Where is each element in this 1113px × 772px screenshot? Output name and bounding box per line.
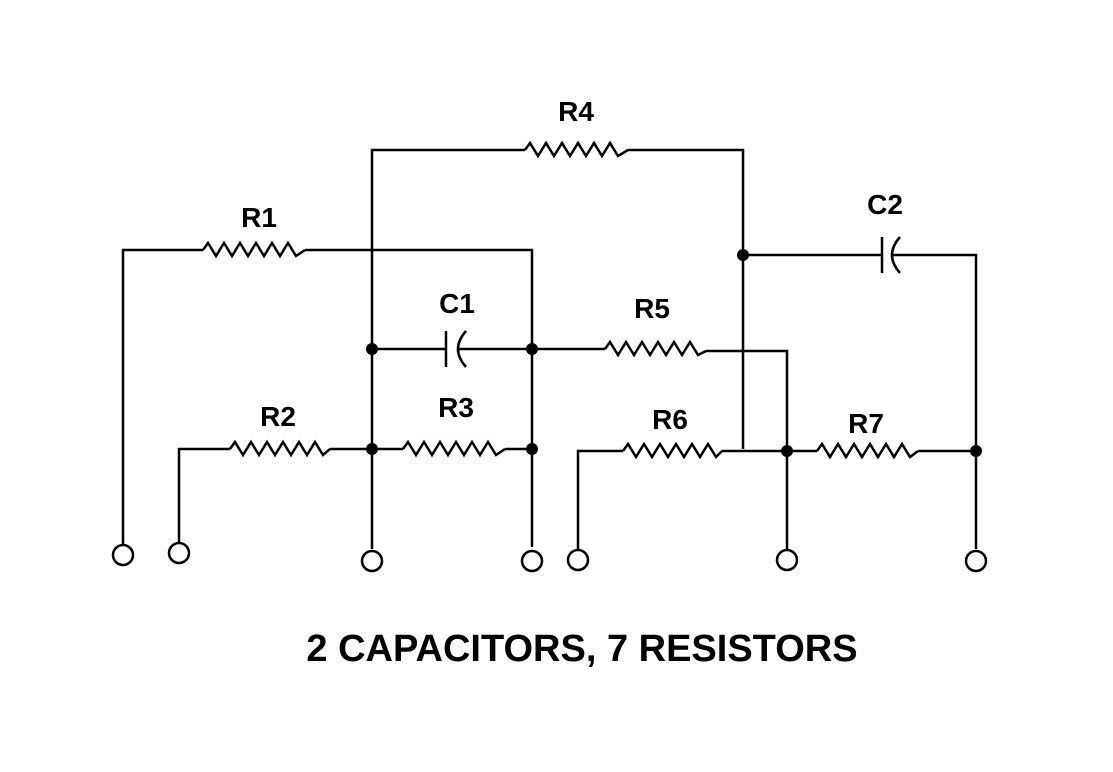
- terminal: [360, 549, 384, 573]
- junction-dot: [366, 443, 378, 455]
- wire-r6-left: [576, 449, 623, 549]
- label-r1: R1: [241, 202, 277, 233]
- wire-r2-left: [177, 447, 230, 543]
- label-r3: R3: [438, 392, 474, 423]
- resistor-r4: [523, 140, 629, 159]
- wire-r4-left-rail: [370, 148, 525, 549]
- resistor-r1: [201, 240, 306, 259]
- resistors: [201, 140, 919, 460]
- label-r5: R5: [634, 293, 670, 324]
- junctions: [366, 249, 982, 457]
- terminal: [964, 549, 988, 573]
- terminal: [167, 541, 191, 565]
- junction-dot: [526, 343, 538, 355]
- wires: [121, 148, 978, 549]
- wire-c2-right: [893, 253, 978, 549]
- wire-r5-right: [706, 349, 789, 549]
- wire-r4-right: [628, 148, 745, 449]
- terminal: [520, 549, 544, 573]
- junction-dot: [526, 443, 538, 455]
- wire-r1-right: [305, 248, 534, 547]
- resistor-r3: [401, 439, 506, 458]
- label-c1: C1: [439, 288, 475, 319]
- terminal: [566, 548, 590, 572]
- label-r2: R2: [260, 401, 296, 432]
- resistor-r2: [228, 439, 331, 458]
- capacitors: [444, 236, 901, 368]
- capacitor-c2: [880, 236, 901, 274]
- junction-dot: [781, 445, 793, 457]
- label-c2: C2: [867, 189, 903, 220]
- junction-dot: [737, 249, 749, 261]
- terminal: [775, 548, 799, 572]
- component-labels: R1 R2 R3 R4 R5 R6 R7 C1 C2: [241, 96, 903, 439]
- resistor-r7: [815, 441, 919, 460]
- label-r6: R6: [652, 404, 688, 435]
- label-r4: R4: [558, 96, 594, 127]
- junction-dot: [970, 445, 982, 457]
- resistor-r5: [603, 339, 707, 358]
- resistor-r6: [621, 441, 723, 460]
- wire-r1-left: [121, 248, 203, 545]
- terminal: [111, 543, 135, 567]
- junction-dot: [366, 343, 378, 355]
- diagram-caption: 2 CAPACITORS, 7 RESISTORS: [306, 628, 857, 670]
- capacitor-c1: [444, 330, 467, 368]
- terminals: [111, 541, 988, 573]
- label-r7: R7: [848, 408, 884, 439]
